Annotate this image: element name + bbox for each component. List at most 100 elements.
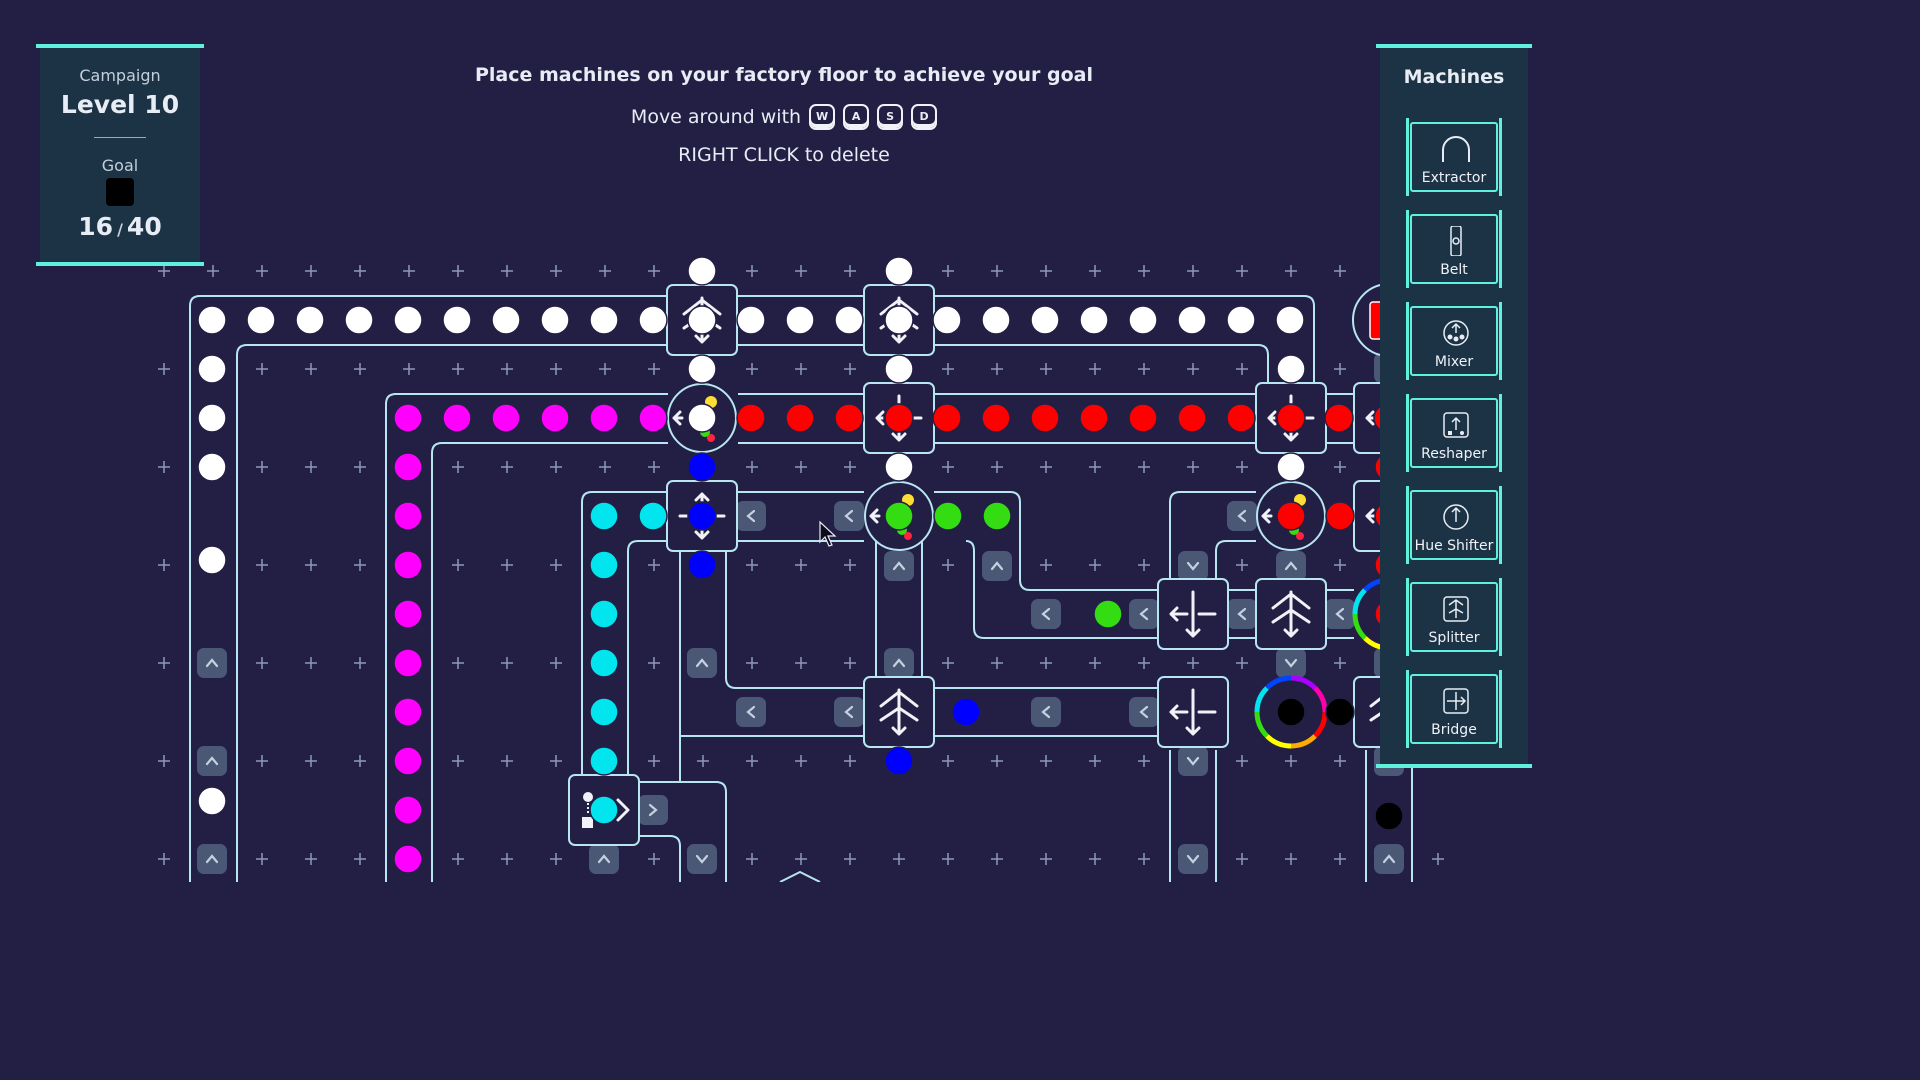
grid-mark (256, 559, 268, 571)
item-circle (785, 403, 815, 433)
grid-mark (256, 657, 268, 669)
belt-segment (189, 295, 1315, 882)
belt-chevron-icon (1276, 648, 1306, 678)
grid-mark (1138, 853, 1150, 865)
machine-bridge[interactable] (1157, 676, 1229, 748)
machine-label: Hue Shifter (1414, 538, 1494, 554)
belt-chevron-icon (687, 648, 717, 678)
item-circle (393, 403, 423, 433)
grid-mark (1040, 853, 1052, 865)
grid-mark (354, 363, 366, 375)
grid-mark (844, 755, 856, 767)
grid-mark (550, 755, 562, 767)
goal-label: Goal (101, 156, 139, 175)
belt-segment (640, 781, 727, 882)
belt-segment (581, 491, 668, 782)
machine-button-reshaper[interactable]: Reshaper (1406, 394, 1502, 472)
grid-mark (991, 853, 1003, 865)
grid-mark (1138, 265, 1150, 277)
grid-mark (1334, 755, 1346, 767)
belt-chevron-icon (1374, 844, 1404, 874)
grid-mark (1334, 461, 1346, 473)
item-circle (295, 305, 325, 335)
grid-mark (942, 559, 954, 571)
grid-mark (305, 657, 317, 669)
grid-mark (1432, 853, 1444, 865)
grid-mark (550, 657, 562, 669)
level-panel: Campaign Level 10 Goal 16/40 (36, 44, 204, 266)
grid-mark (844, 559, 856, 571)
grid-mark (403, 265, 415, 277)
machine-button-hue-shifter[interactable]: Hue Shifter (1406, 486, 1502, 564)
belt-segment (236, 344, 1269, 882)
grid-mark (1236, 755, 1248, 767)
grid-mark (452, 853, 464, 865)
factory-floor[interactable] (0, 0, 1568, 882)
grid-mark (550, 363, 562, 375)
grid-mark (354, 461, 366, 473)
grid-mark (599, 265, 611, 277)
belt-segment (1365, 750, 1413, 882)
grid-mark (1138, 461, 1150, 473)
machine-button-splitter[interactable]: Splitter (1406, 578, 1502, 656)
item-circle (589, 305, 619, 335)
splitter-icon (1443, 596, 1469, 622)
grid-mark (501, 755, 513, 767)
grid-mark (158, 755, 170, 767)
item-circle (393, 697, 423, 727)
item-circle (589, 403, 619, 433)
goal-progress: 16/40 (40, 212, 200, 241)
item-circle (393, 305, 423, 335)
machine-bridge[interactable] (1157, 578, 1229, 650)
grid-mark (1187, 461, 1199, 473)
grid-mark (550, 461, 562, 473)
grid-mark (1089, 853, 1101, 865)
grid-mark (1187, 657, 1199, 669)
grid-mark (452, 657, 464, 669)
belt-chevron-icon (736, 501, 766, 531)
item-circle (1030, 305, 1060, 335)
grid-mark (207, 265, 219, 277)
item-circle (1177, 305, 1207, 335)
belt-segment (934, 687, 1158, 737)
reshaper-icon (1443, 412, 1469, 438)
item-circle (687, 305, 717, 335)
grid-mark (1040, 461, 1052, 473)
belt-outlines (189, 295, 1413, 882)
machine-button-bridge[interactable]: Bridge (1406, 670, 1502, 748)
item-circle (1276, 452, 1306, 482)
item-circle (393, 746, 423, 776)
item-circle (1276, 354, 1306, 384)
machine-hue-shifter[interactable] (1254, 675, 1328, 749)
grid-mark (795, 363, 807, 375)
item-circle (491, 403, 521, 433)
belt-chevron-icon (1031, 599, 1061, 629)
grid-mark (795, 559, 807, 571)
belt-chevron-icon (1178, 844, 1208, 874)
grid-mark (501, 559, 513, 571)
item-circle (884, 354, 914, 384)
machine-splitter[interactable] (1255, 578, 1327, 650)
key-a: A (843, 104, 870, 130)
item-circle (687, 501, 717, 531)
belt-chevron-icon (1227, 599, 1257, 629)
grid-mark (452, 755, 464, 767)
grid-mark (746, 265, 758, 277)
machine-button-mixer[interactable]: Mixer (1406, 302, 1502, 380)
machine-button-belt[interactable]: Belt (1406, 210, 1502, 288)
grid-mark (648, 657, 660, 669)
item-circle (736, 305, 766, 335)
machine-splitter[interactable] (863, 676, 935, 748)
machine-button-extractor[interactable]: Extractor (1406, 118, 1502, 196)
item-circle (687, 354, 717, 384)
instruction-delete: RIGHT CLICK to delete (678, 144, 890, 166)
grid-mark (746, 363, 758, 375)
grid-mark (1040, 265, 1052, 277)
belt-chevron-icon (1129, 697, 1159, 727)
extractor-icon (1442, 136, 1470, 162)
grid-mark (991, 755, 1003, 767)
grid-mark (1285, 853, 1297, 865)
grid-mark (1187, 363, 1199, 375)
grid-mark (452, 559, 464, 571)
item-circle (197, 786, 227, 816)
